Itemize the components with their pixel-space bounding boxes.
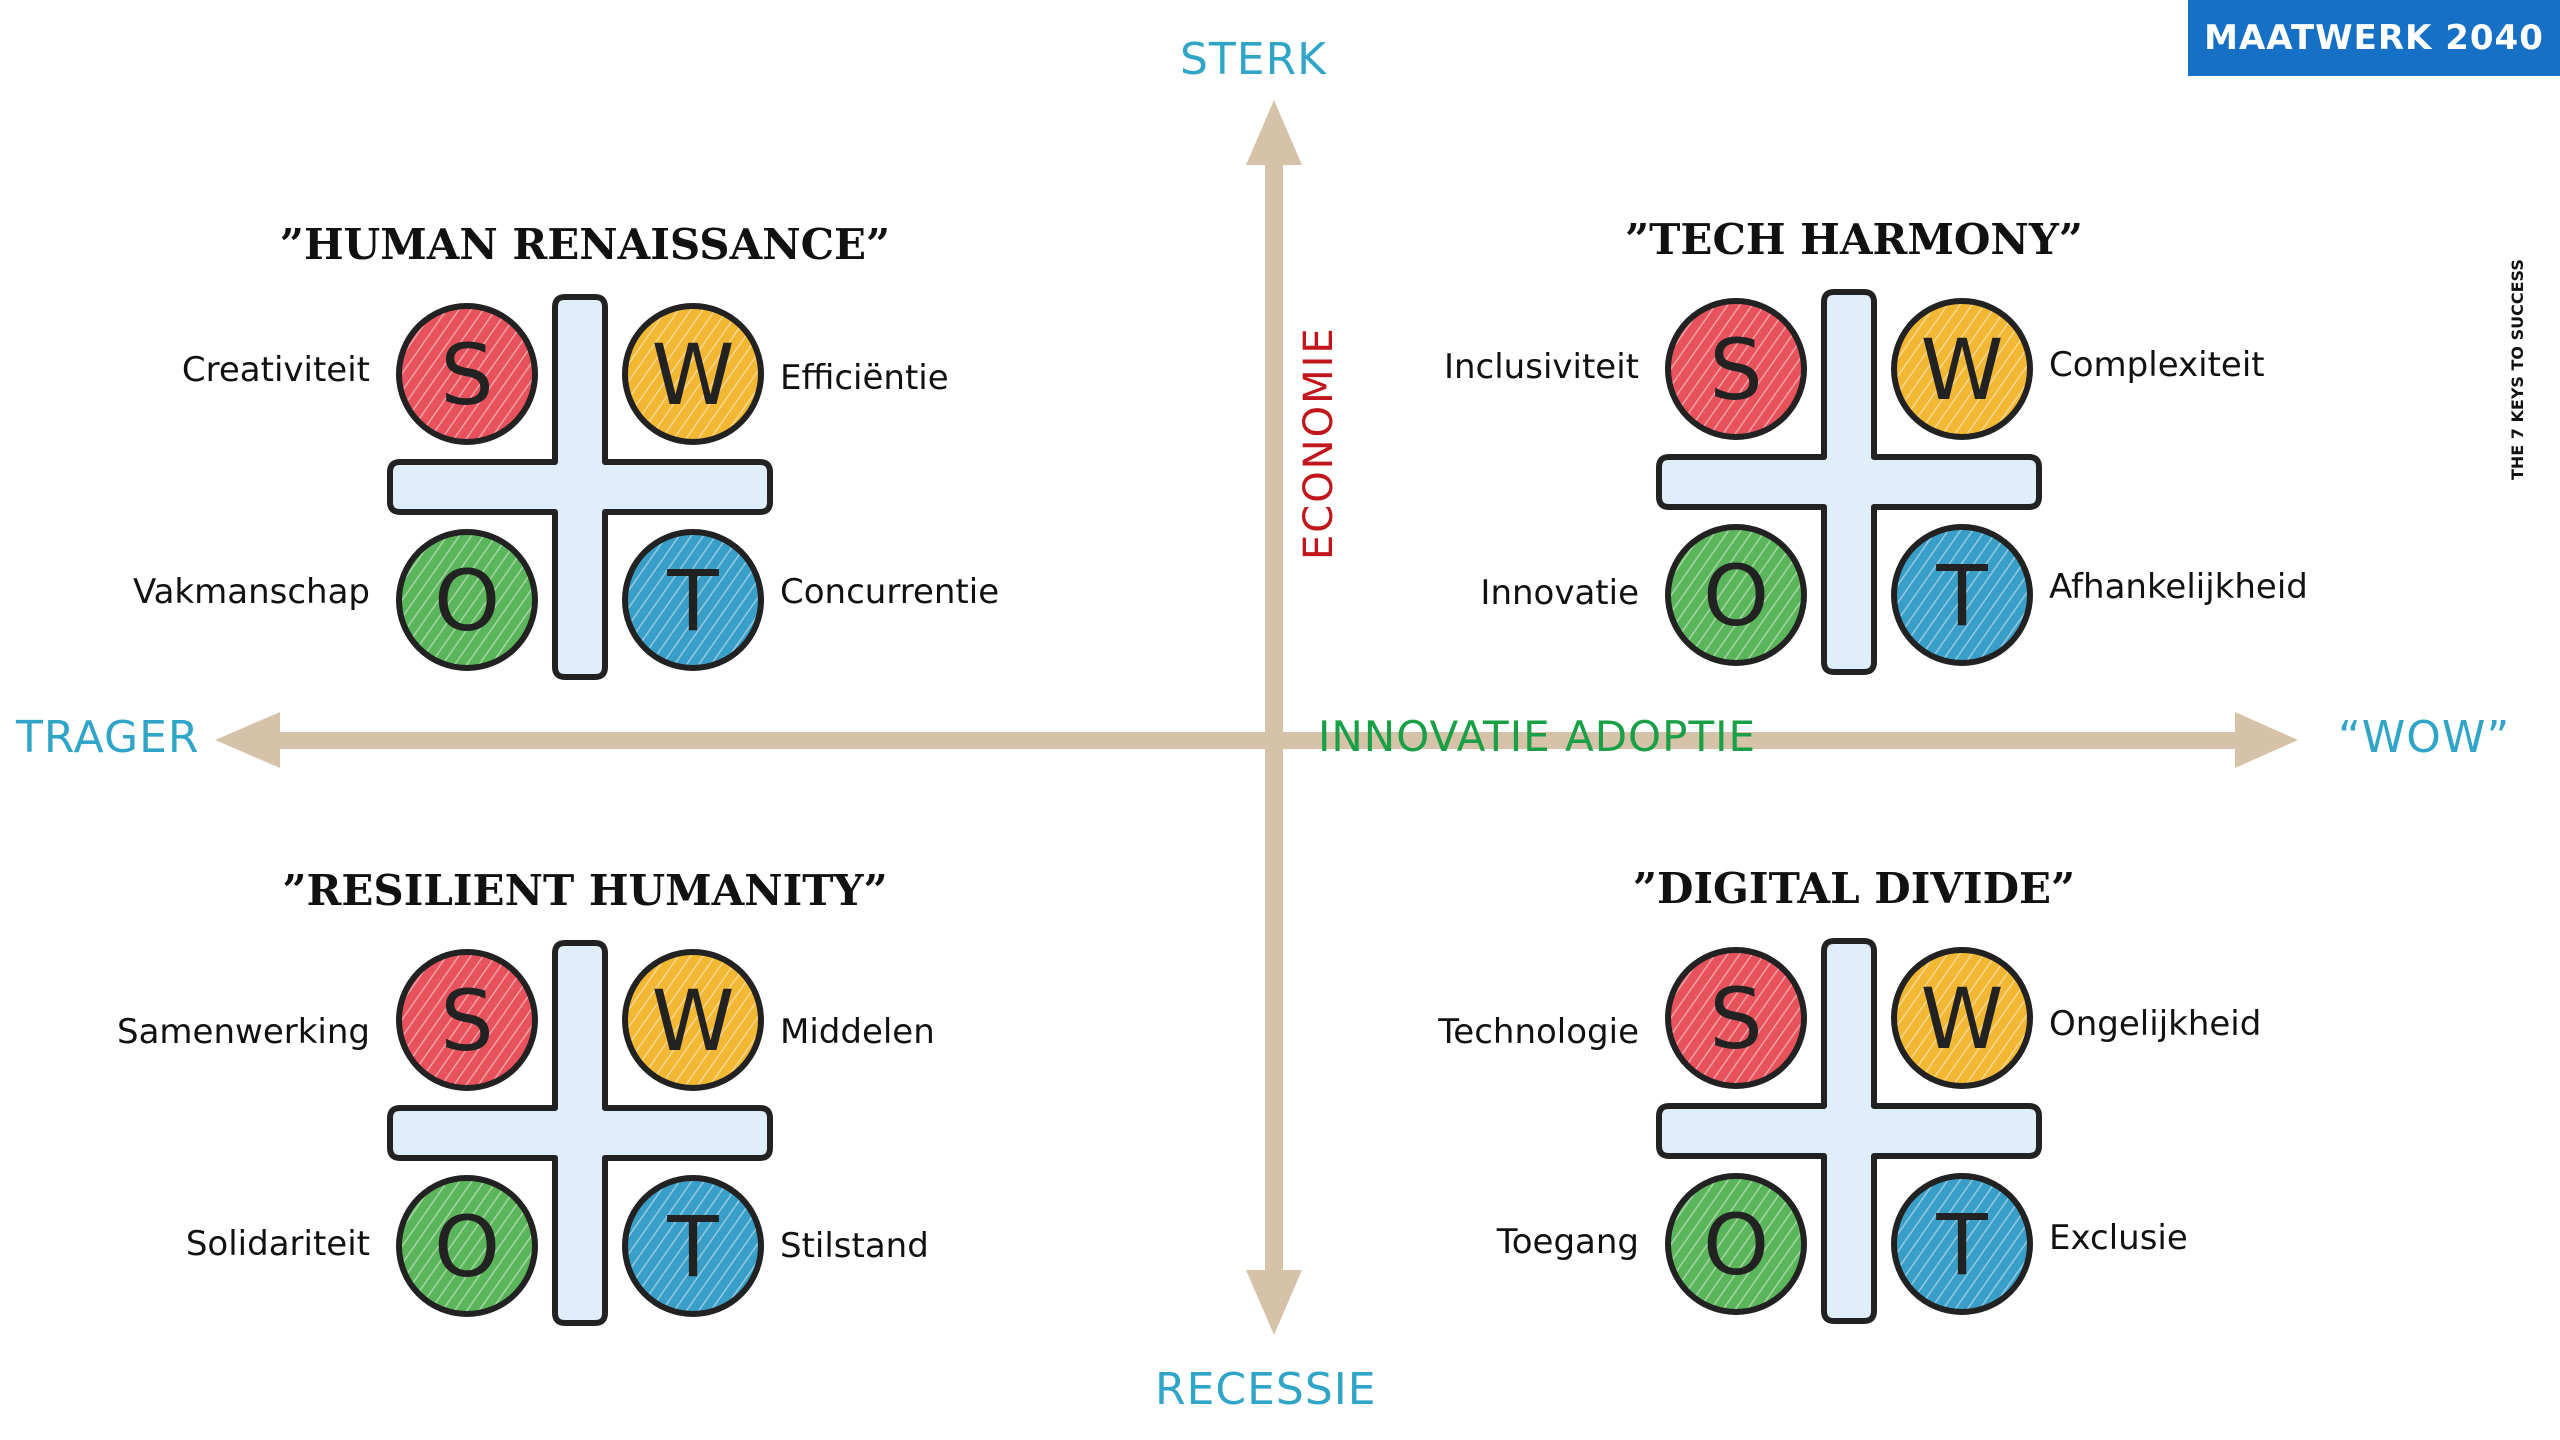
opportunity-label: Innovatie — [1480, 573, 1639, 613]
threat-label: Stilstand — [780, 1226, 929, 1266]
axis-label-top: STERK — [1180, 34, 1328, 85]
horizontal-axis-arrow — [215, 712, 2298, 768]
swot-letter-t: T — [666, 552, 719, 650]
swot-letter-o: O — [1703, 1196, 1769, 1294]
horizontal-axis-title: INNOVATIE ADOPTIE — [1318, 712, 1757, 761]
vertical-axis-title: ECONOMIE — [1296, 326, 1342, 560]
swot-letter-o: O — [434, 1198, 500, 1296]
swot-letter-w: W — [651, 972, 734, 1070]
swot-circle-t: T — [622, 1175, 764, 1317]
swot-circle-o: O — [1665, 524, 1807, 666]
strength-label: Creativiteit — [181, 350, 370, 390]
swot-letter-w: W — [1920, 970, 2003, 1068]
swot-circle-t: T — [1891, 1173, 2033, 1315]
swot-circle-o: O — [396, 1175, 538, 1317]
swot-cross — [387, 940, 773, 1326]
threat-label: Concurrentie — [780, 572, 1000, 612]
swot-grid: S W O T — [1656, 289, 2042, 675]
swot-grid: S W O T — [387, 940, 773, 1326]
quadrant-title: ”RESILIENT HUMANITY” — [282, 866, 888, 915]
axis-label-bottom: RECESSIE — [1155, 1364, 1377, 1415]
swot-circle-w: W — [1891, 298, 2033, 440]
weakness-label: Efficiëntie — [780, 358, 949, 398]
swot-letter-w: W — [651, 326, 734, 424]
swot-letter-t: T — [1935, 1196, 1988, 1294]
strength-label: Inclusiviteit — [1443, 347, 1639, 387]
quadrant-title: ”TECH HARMONY” — [1625, 215, 2083, 264]
swot-grid: S W O T — [387, 294, 773, 680]
swot-grid: S W O T — [1656, 938, 2042, 1324]
swot-circle-s: S — [1665, 298, 1807, 440]
swot-letter-s: S — [1709, 321, 1762, 419]
strength-label: Technologie — [1438, 1012, 1639, 1052]
quadrant-title: ”HUMAN RENAISSANCE” — [279, 220, 891, 269]
quadrant-tech-harmony: ”TECH HARMONY” S W O T Inclusiviteit Comple… — [1354, 215, 2354, 735]
quadrant-digital-divide: ”DIGITAL DIVIDE” S W O T Technologie Ongeli… — [1354, 864, 2354, 1384]
swot-letter-s: S — [1709, 970, 1762, 1068]
brand-badge: MAATWERK 2040 — [2188, 0, 2560, 76]
swot-letter-t: T — [1935, 547, 1988, 645]
swot-circle-w: W — [622, 303, 764, 445]
swot-letter-w: W — [1920, 321, 2003, 419]
swot-letter-o: O — [1703, 547, 1769, 645]
swot-letter-t: T — [666, 1198, 719, 1296]
swot-cross — [387, 294, 773, 680]
opportunity-label: Solidariteit — [185, 1224, 370, 1264]
swot-circle-o: O — [1665, 1173, 1807, 1315]
vertical-axis-arrow — [1246, 100, 1302, 1335]
swot-letter-s: S — [440, 972, 493, 1070]
axis-label-right: “WOW” — [2338, 712, 2511, 763]
swot-letter-o: O — [434, 552, 500, 650]
quadrant-resilient-humanity: ”RESILIENT HUMANITY” S W O T Samenwerking M… — [85, 866, 1085, 1386]
swot-circle-w: W — [1891, 947, 2033, 1089]
quadrant-human-renaissance: ”HUMAN RENAISSANCE” S W O T Creativiteit Ef… — [85, 220, 1085, 740]
axis-label-left: TRAGER — [16, 712, 200, 763]
swot-circle-o: O — [396, 529, 538, 671]
weakness-label: Complexiteit — [2049, 345, 2265, 385]
swot-circle-w: W — [622, 949, 764, 1091]
opportunity-label: Vakmanschap — [132, 572, 370, 612]
weakness-label: Ongelijkheid — [2049, 1004, 2262, 1044]
threat-label: Afhankelijkheid — [2049, 567, 2308, 607]
quadrant-title: ”DIGITAL DIVIDE” — [1632, 864, 2076, 913]
swot-circle-t: T — [1891, 524, 2033, 666]
swot-cross — [1656, 938, 2042, 1324]
swot-letter-s: S — [440, 326, 493, 424]
swot-circle-t: T — [622, 529, 764, 671]
threat-label: Exclusie — [2049, 1218, 2188, 1258]
strength-label: Samenwerking — [117, 1012, 370, 1052]
opportunity-label: Toegang — [1496, 1222, 1639, 1262]
swot-circle-s: S — [396, 303, 538, 445]
swot-circle-s: S — [396, 949, 538, 1091]
swot-circle-s: S — [1665, 947, 1807, 1089]
side-tagline: THE 7 KEYS TO SUCCESS — [2508, 259, 2527, 481]
weakness-label: Middelen — [780, 1012, 935, 1052]
swot-cross — [1656, 289, 2042, 675]
